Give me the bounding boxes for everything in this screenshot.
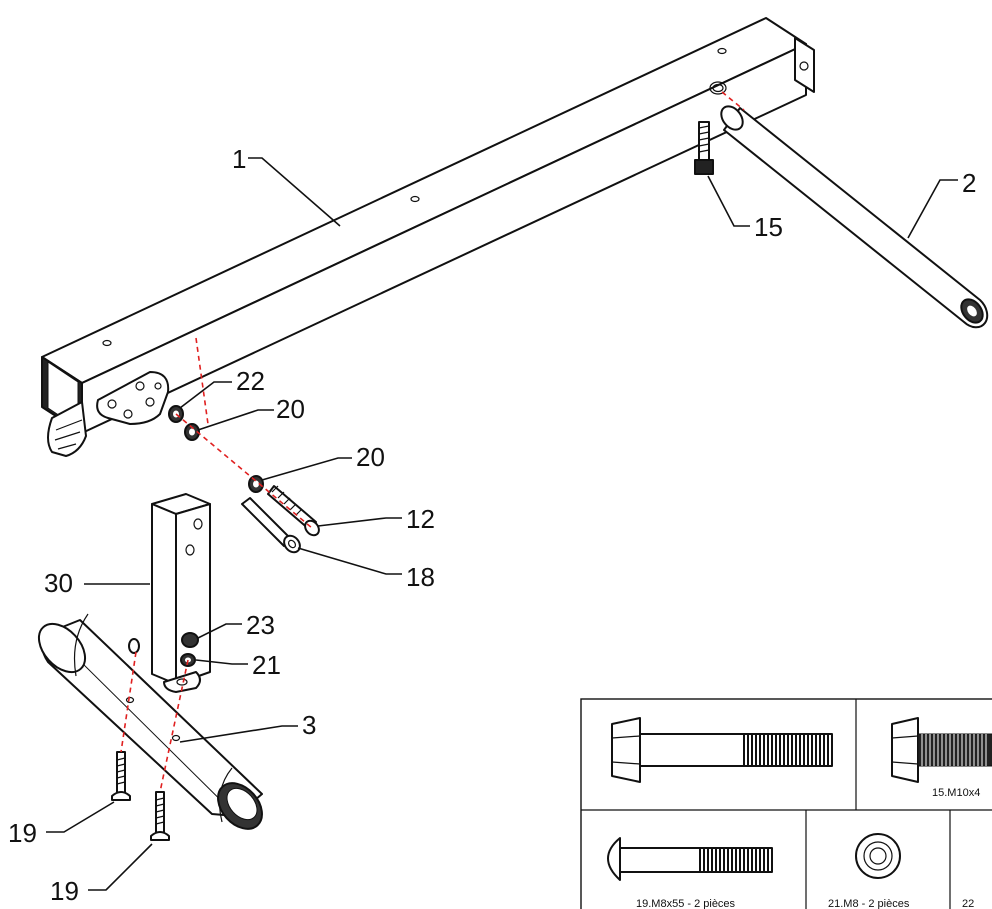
part-3-crossbar [37, 613, 263, 830]
part-30-upright-post [128, 493, 211, 693]
assembly-guide-lines [120, 337, 313, 793]
callout-21: 21 [252, 650, 281, 680]
part-20-washer-upper [184, 423, 200, 441]
part-19-bolt-right [150, 791, 170, 841]
callout-12: 12 [406, 504, 435, 534]
hardware-label-21: 21.M8 - 2 pièces [828, 898, 910, 909]
carriage-bolt-icon [607, 837, 773, 881]
part-23-nut [181, 632, 199, 648]
part-2-round-tube [720, 105, 989, 329]
callout-22: 22 [236, 366, 265, 396]
callout-23: 23 [246, 610, 275, 640]
part-1-main-tube [41, 17, 815, 434]
part-19-bolt-left [111, 751, 131, 801]
callout-19-lower: 19 [50, 876, 79, 906]
hex-bolt-icon [891, 717, 992, 783]
leader-lines [46, 157, 958, 891]
callout-19-upper: 19 [8, 818, 37, 848]
callout-30: 30 [44, 568, 73, 598]
guide-line-tube-2 [721, 91, 745, 111]
callout-20-lower: 20 [356, 442, 385, 472]
callout-labels: 1 2 15 22 20 20 12 18 30 23 21 3 19 19 [8, 144, 976, 906]
callout-2: 2 [962, 168, 976, 198]
part-20-washer-lower [248, 475, 264, 493]
hardware-table: 15.M10x4 19.M8x55 - 2 pièces 21.M8 - 2 p… [580, 698, 992, 909]
callout-1: 1 [232, 144, 246, 174]
hex-bolt-icon [611, 717, 833, 783]
callout-18: 18 [406, 562, 435, 592]
part-1-foot-assembly [47, 371, 170, 457]
hardware-label-15: 15.M10x4 [932, 787, 980, 799]
callout-20-upper: 20 [276, 394, 305, 424]
hardware-label-19: 19.M8x55 - 2 pièces [636, 898, 736, 909]
callout-15: 15 [754, 212, 783, 242]
part-15-bolt [694, 121, 714, 175]
callout-3: 3 [302, 710, 316, 740]
part-18-pin [241, 497, 301, 554]
washer-icon [855, 833, 901, 879]
hardware-label-22: 22 [962, 898, 974, 909]
